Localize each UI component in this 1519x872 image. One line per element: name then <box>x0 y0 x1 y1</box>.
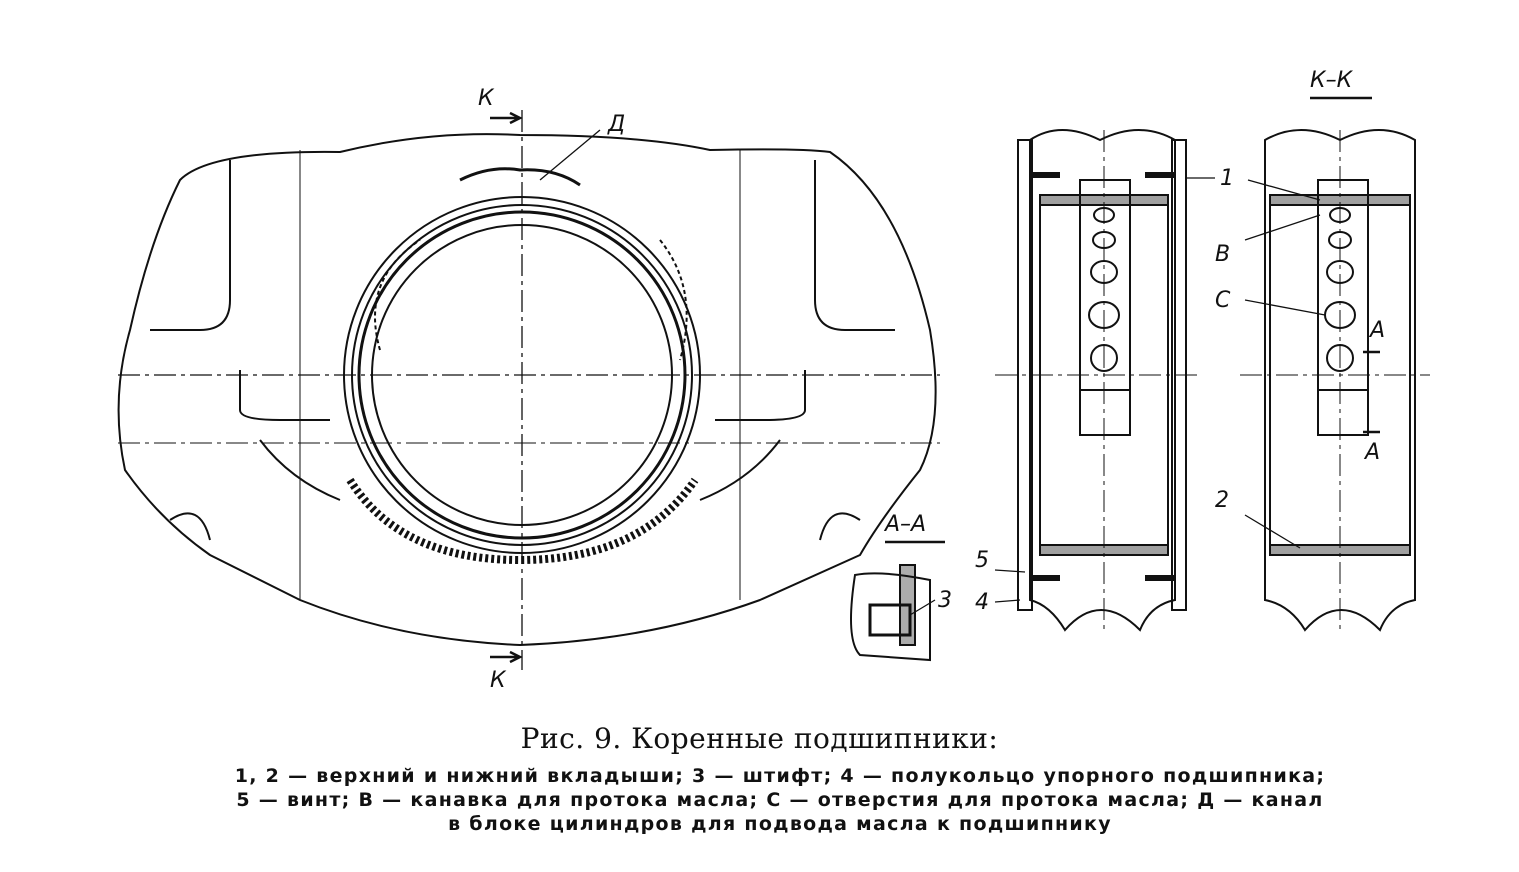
label-3: 3 <box>938 588 952 613</box>
figure-caption-body: 1, 2 — верхний и нижний вкладыши; 3 — шт… <box>70 764 1490 836</box>
label-5: 5 <box>975 548 989 573</box>
side-view <box>994 129 1215 632</box>
section-aa-view <box>850 540 945 662</box>
label-k-top: К <box>478 86 494 111</box>
label-a-top: А <box>1370 318 1386 343</box>
label-section-aa: А–А <box>885 512 927 537</box>
label-4: 4 <box>975 590 989 615</box>
label-1: 1 <box>1220 166 1234 191</box>
label-a-bottom: А <box>1365 440 1381 465</box>
caption-line: в блоке цилиндров для подвода масла к по… <box>448 813 1112 835</box>
main-bearing-view <box>117 110 940 670</box>
label-section-kk: К–К <box>1310 68 1353 93</box>
figure-caption-title: Рис. 9. Коренные подшипники: <box>520 722 999 755</box>
caption-line: 1, 2 — верхний и нижний вкладыши; 3 — шт… <box>234 765 1326 787</box>
section-kk-view <box>1240 96 1430 632</box>
label-b: В <box>1215 242 1231 267</box>
label-2: 2 <box>1215 488 1229 513</box>
label-c: С <box>1215 288 1231 313</box>
label-d: Д <box>608 112 626 137</box>
label-k-bottom: К <box>490 668 506 693</box>
caption-line: 5 — винт; В — канавка для протока масла;… <box>236 789 1324 811</box>
